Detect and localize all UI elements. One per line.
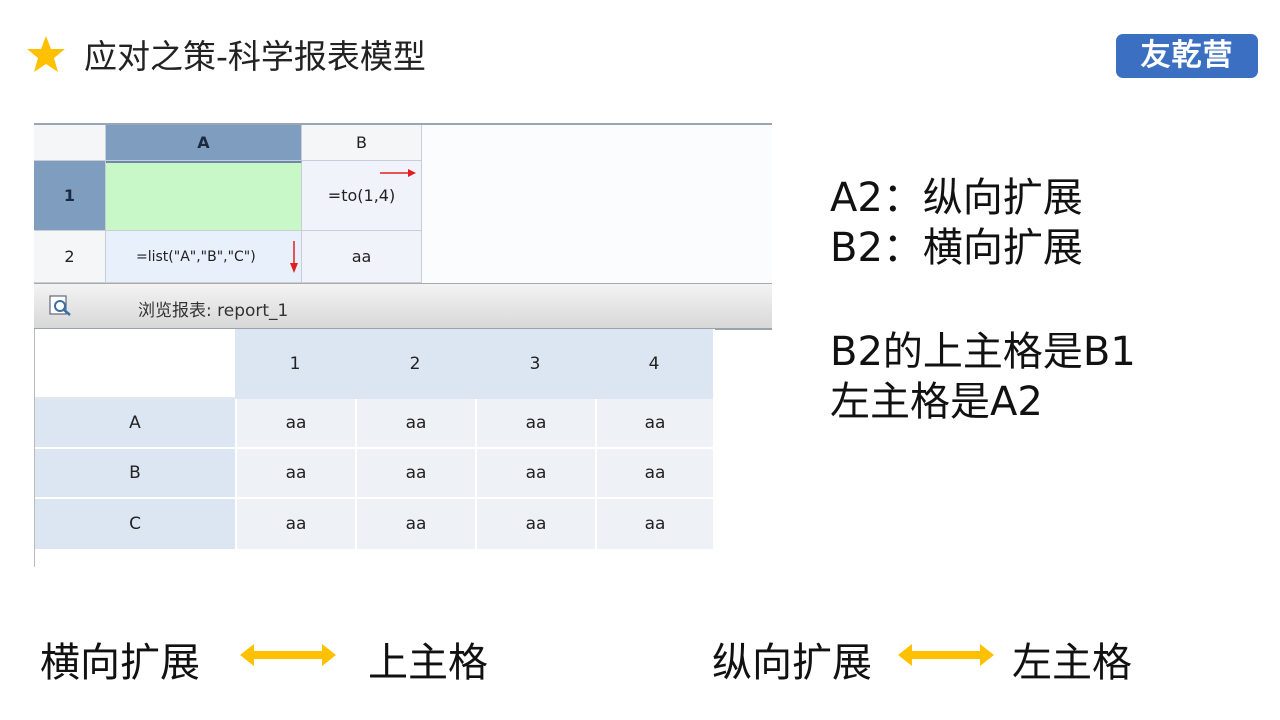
preview-cell: aa	[475, 449, 595, 499]
designer-empty-area	[422, 125, 772, 283]
preview-cell: aa	[235, 449, 355, 499]
column-header-a[interactable]: A	[106, 125, 302, 161]
brand-logo: 友乾营	[1116, 34, 1258, 78]
preview-cell: aa	[475, 499, 595, 549]
note-b2-horizontal: B2：横向扩展	[830, 225, 1083, 271]
cell-a1[interactable]	[106, 161, 302, 231]
preview-row-header: A	[35, 399, 235, 449]
preview-col-header: 3	[475, 329, 595, 399]
relation-top-master: 上主格	[368, 640, 488, 686]
preview-col-header: 2	[355, 329, 475, 399]
preview-magnifier-icon[interactable]	[48, 294, 76, 318]
note-a2-vertical: A2：纵向扩展	[830, 175, 1083, 221]
relation-left-master: 左主格	[1012, 640, 1132, 686]
preview-cell: aa	[355, 499, 475, 549]
cell-a2-formula: =list("A","B","C")	[136, 248, 256, 265]
preview-cell: aa	[475, 399, 595, 449]
cell-a2[interactable]: =list("A","B","C")	[106, 231, 302, 283]
preview-corner	[35, 329, 235, 399]
report-preview-table: 1 2 3 4 A aa aa aa aa B aa aa aa aa C aa…	[34, 329, 715, 567]
star-icon	[27, 36, 65, 72]
grid-corner	[34, 125, 106, 161]
cell-b1-formula: =to(1,4)	[327, 186, 396, 205]
preview-cell: aa	[355, 449, 475, 499]
cell-b2[interactable]: aa	[302, 231, 422, 283]
horizontal-expand-arrow-icon	[380, 169, 416, 177]
column-header-b[interactable]: B	[302, 125, 422, 161]
relation-horizontal-expand: 横向扩展	[40, 640, 200, 686]
relation-vertical-expand: 纵向扩展	[712, 640, 872, 686]
preview-cell: aa	[235, 499, 355, 549]
vertical-expand-arrow-icon	[290, 241, 298, 273]
double-arrow-icon	[898, 644, 994, 666]
preview-report-label: 浏览报表: report_1	[138, 301, 289, 321]
cell-b1[interactable]: =to(1,4)	[302, 161, 422, 231]
preview-row-header: C	[35, 499, 235, 549]
preview-cell: aa	[595, 399, 713, 449]
preview-cell: aa	[595, 499, 713, 549]
report-designer-grid: A B 1 =to(1,4) 2 =list("A","B","C") aa	[34, 123, 772, 285]
note-left-master: 左主格是A2	[830, 379, 1043, 425]
preview-col-header: 4	[595, 329, 713, 399]
row-header-1[interactable]: 1	[34, 161, 106, 231]
page-title: 应对之策-科学报表模型	[84, 37, 426, 76]
preview-cell: aa	[355, 399, 475, 449]
preview-row-header: B	[35, 449, 235, 499]
row-header-2[interactable]: 2	[34, 231, 106, 283]
preview-cell: aa	[235, 399, 355, 449]
double-arrow-icon	[240, 644, 336, 666]
preview-toolbar: 浏览报表: report_1	[34, 283, 772, 330]
preview-cell: aa	[595, 449, 713, 499]
note-b2-top-master: B2的上主格是B1	[830, 329, 1136, 375]
preview-col-header: 1	[235, 329, 355, 399]
